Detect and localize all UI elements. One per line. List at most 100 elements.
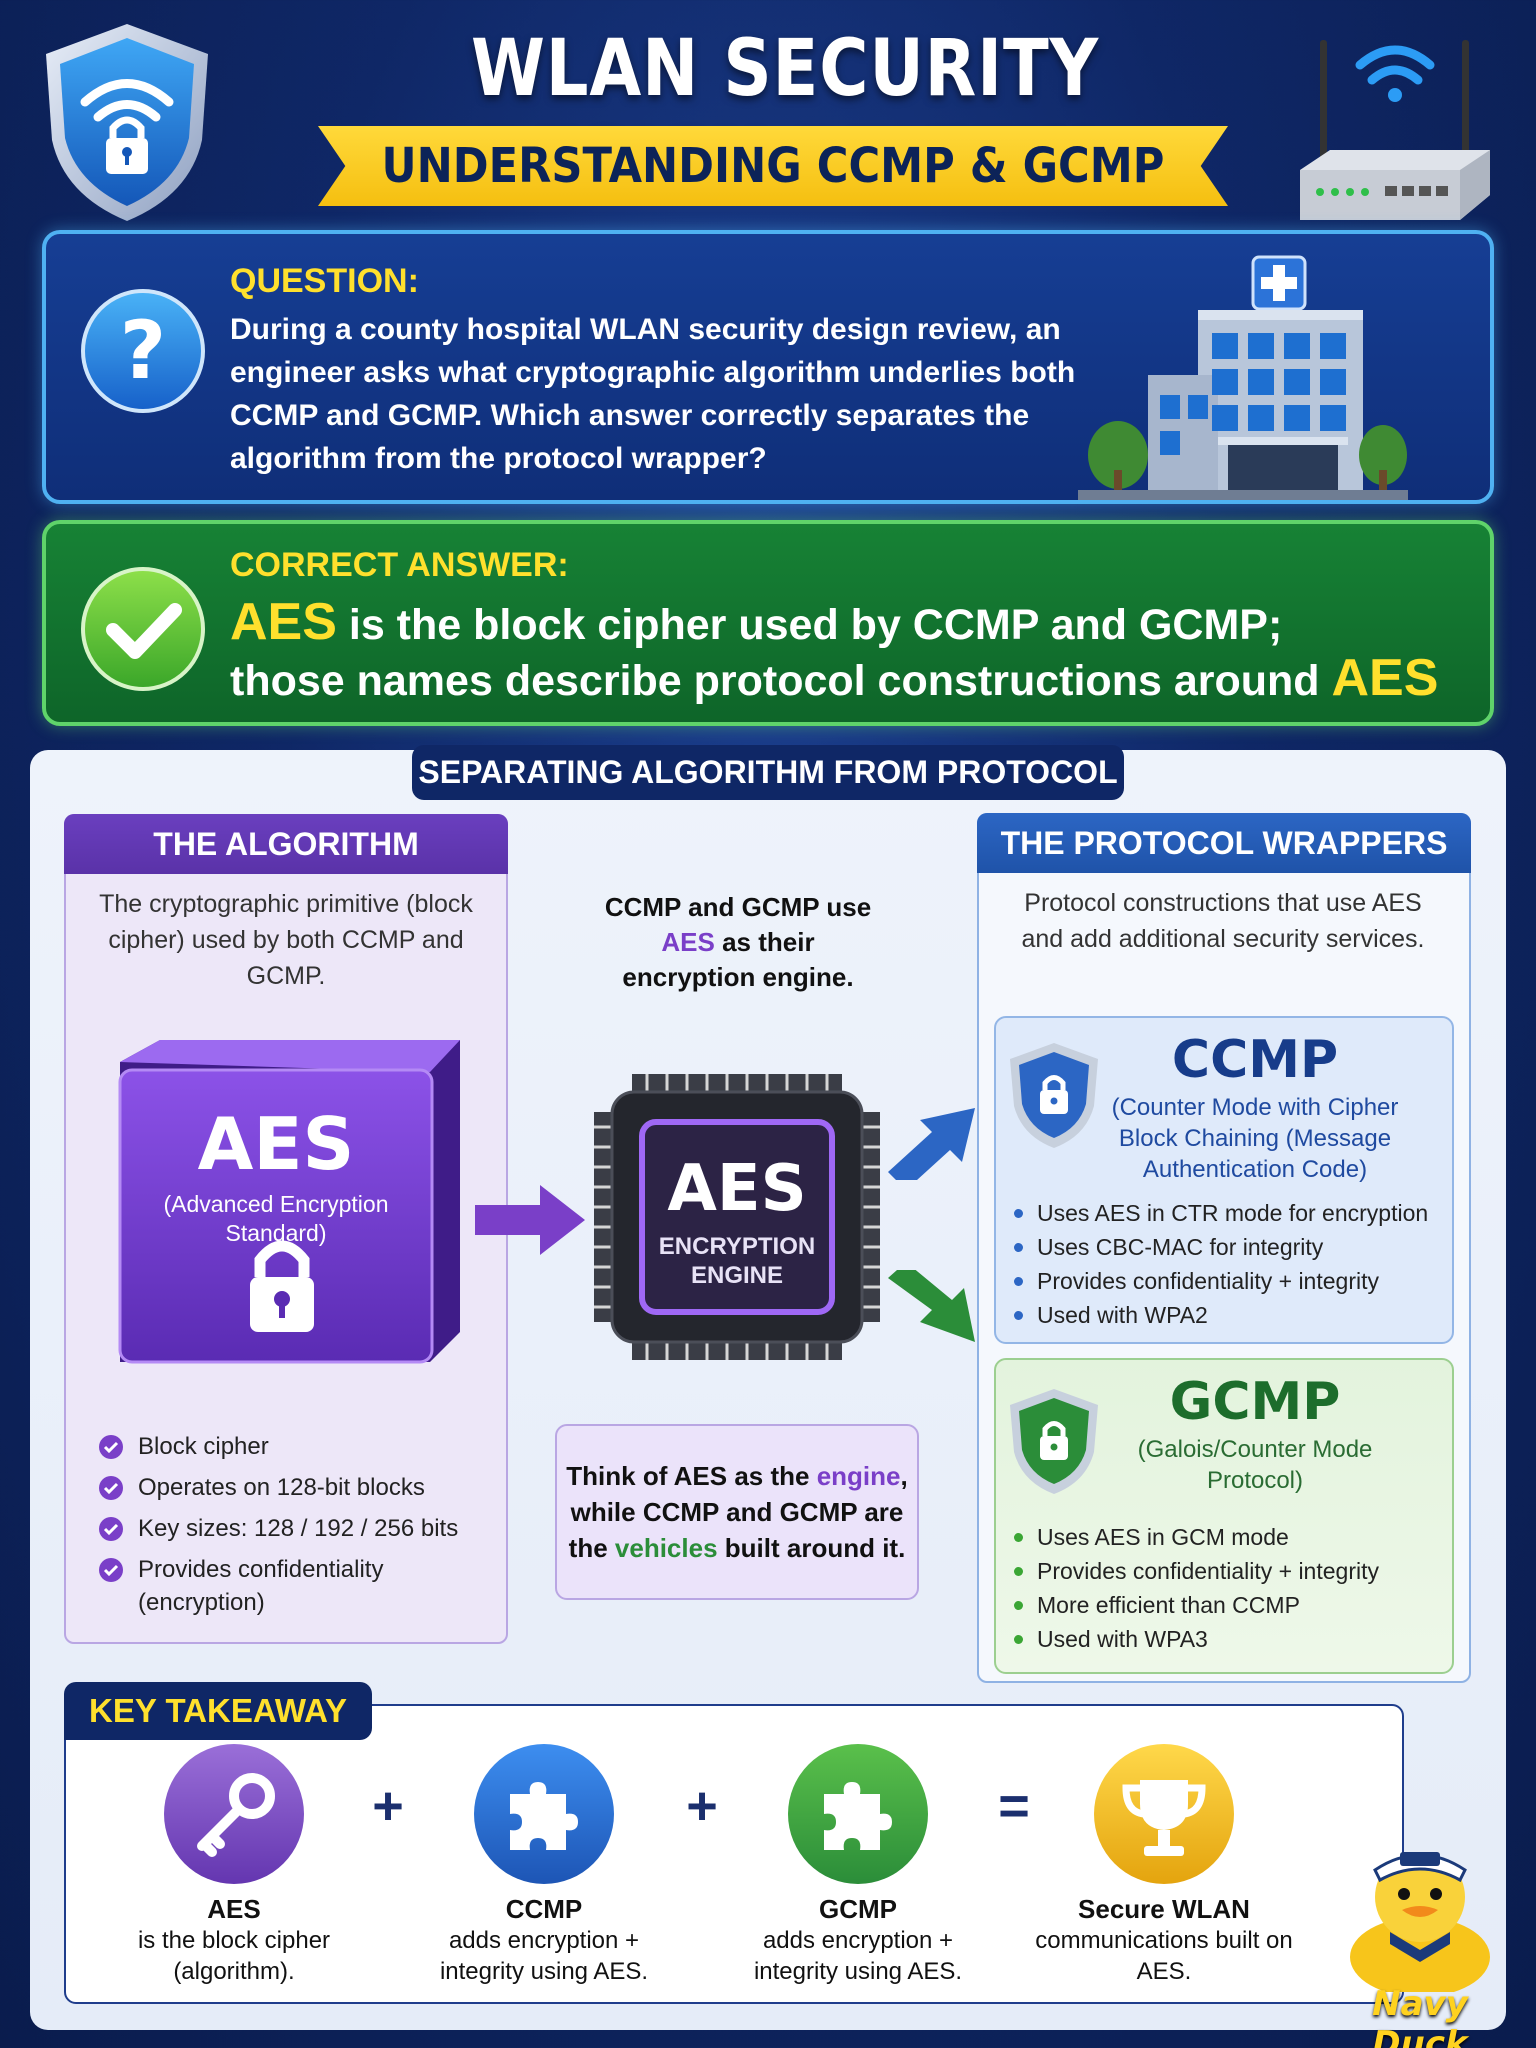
takeaway-title: Secure WLAN [1078,1894,1250,1924]
answer-line-1-text: is the block cipher used by CCMP and GCM… [336,601,1283,649]
question-text: During a county hospital WLAN security d… [230,313,1076,475]
puzzle-icon [788,1744,928,1884]
answer-line-2: those names describe protocol constructi… [230,648,1438,708]
analogy-part-2: , while CCMP and GCMP are the [568,1461,908,1563]
navy-duck-logo: Navy Duck [1320,1822,1520,2048]
wifi-router-icon [1300,40,1490,220]
bullet-text: Key sizes: 128 / 192 / 256 bits [138,1515,459,1542]
algorithm-heading: THE ALGORITHM [64,814,508,874]
bullet-text: Uses AES in GCM mode [1037,1524,1289,1550]
arrow-down-right-icon [888,1270,975,1342]
bullet-text: Used with WPA2 [1037,1302,1208,1328]
list-item: Provides confidentiality + integrity [1014,1264,1444,1298]
bullet-text: Uses AES in CTR mode for encryption [1037,1200,1429,1226]
answer-highlight-aes-2: AES [1331,649,1439,707]
middle-text-2: as their encryption engine. [622,927,854,992]
ccmp-subtitle: (Counter Mode with Cipher Block Chaining… [1111,1094,1399,1183]
middle-explanation: CCMP and GCMP use AES as their encryptio… [598,890,878,995]
answer-label: CORRECT ANSWER: [230,546,569,584]
check-circle-icon [99,1517,123,1541]
plus-operator: + [372,1776,404,1836]
bullet-text: Used with WPA3 [1037,1626,1208,1652]
bullet-dot [1014,1566,1023,1576]
aes-cube-title: AES [197,1102,355,1186]
ccmp-bullets: Uses AES in CTR mode for encryption Uses… [1014,1196,1444,1332]
answer-panel [42,520,1494,726]
chip-label: ENCRYPTION ENGINE [642,1232,832,1290]
aes-cube-shape [118,1040,460,1364]
bullet-dot [1014,1276,1023,1286]
takeaway-title: CCMP [505,1894,583,1924]
list-item: More efficient than CCMP [1014,1588,1444,1622]
list-item: Provides confidentiality (encryption) [98,1553,498,1619]
checkmark-icon [81,567,205,691]
algorithm-description: The cryptographic primitive (block ciphe… [99,890,473,990]
analogy-engine: engine [816,1461,901,1491]
list-item: Uses AES in GCM mode [1014,1520,1444,1554]
answer-highlight-aes: AES [230,593,337,651]
bullet-dot [1014,1208,1023,1218]
bullet-text: More efficient than CCMP [1037,1592,1300,1618]
list-item: Block cipher [98,1430,498,1463]
lock-shield-icon [1010,1389,1098,1494]
hospital-building-icon [1078,255,1408,500]
key-icon [164,1744,304,1884]
analogy-box: Think of AES as the engine, while CCMP a… [555,1424,919,1600]
check-circle-icon [99,1558,123,1582]
middle-text-highlight: AES [661,927,715,957]
bullet-text: Provides confidentiality (encryption) [138,1556,384,1616]
question-label: QUESTION: [230,262,419,300]
bullet-text: Block cipher [138,1433,269,1460]
aes-cube-subtitle: (Advanced Encryption Standard) [163,1191,389,1246]
takeaway-title: GCMP [819,1894,897,1924]
analogy-part-3: built around it. [717,1533,906,1563]
puzzle-icon [474,1744,614,1884]
gcmp-bullets: Uses AES in GCM mode Provides confidenti… [1014,1520,1444,1656]
bullet-text: Provides confidentiality + integrity [1037,1268,1379,1294]
lock-shield-icon [1010,1043,1098,1148]
list-item: Key sizes: 128 / 192 / 256 bits [98,1512,498,1545]
chip-title: AES [667,1152,807,1226]
svg-text:?: ? [120,304,166,397]
chip-label-line2: ENGINE [690,1262,783,1289]
protocols-description: Protocol constructions that use AES and … [1021,889,1425,953]
analogy-vehicles: vehicles [614,1533,718,1563]
takeaway-caption: is the block cipher (algorithm). [137,1927,331,1985]
arrow-up-right-icon [888,1108,975,1180]
gcmp-subtitle: (Galois/Counter Mode Protocol) [1137,1436,1373,1494]
list-item: Uses CBC-MAC for integrity [1014,1230,1444,1264]
chip-label-line1: ENCRYPTION [658,1233,816,1260]
bullet-text: Provides confidentiality + integrity [1037,1558,1379,1584]
takeaway-title: AES [207,1894,261,1924]
bullet-dot [1014,1242,1023,1252]
gcmp-title: GCMP [1169,1372,1341,1432]
bullet-dot [1014,1310,1023,1320]
takeaway-caption: adds encryption + integrity using AES. [439,1927,649,1985]
bullet-text: Operates on 128-bit blocks [138,1474,425,1501]
equals-operator: = [998,1776,1030,1836]
list-item: Provides confidentiality + integrity [1014,1554,1444,1588]
bullet-dot [1014,1532,1023,1542]
aes-cube: AES (Advanced Encryption Standard) [100,1032,480,1402]
plus-operator: + [686,1776,718,1836]
ccmp-title: CCMP [1171,1030,1339,1090]
aes-chip: AES ENCRYPTION ENGINE [592,1072,882,1362]
check-circle-icon [99,1476,123,1500]
brand-name: Navy Duck [1372,1984,1468,2048]
analogy-part-1: Think of AES as the [566,1461,817,1491]
list-item: Used with WPA3 [1014,1622,1444,1656]
duck-icon [1350,1852,1490,1992]
takeaway-label: KEY TAKEAWAY [64,1682,372,1740]
list-item: Uses AES in CTR mode for encryption [1014,1196,1444,1230]
list-item: Operates on 128-bit blocks [98,1471,498,1504]
question-mark-icon: ? [81,289,205,413]
algorithm-bullets: Block cipher Operates on 128-bit blocks … [98,1430,498,1627]
analogy-text: Think of AES as the engine, while CCMP a… [565,1458,909,1566]
bullet-dot [1014,1634,1023,1644]
check-circle-icon [99,1435,123,1459]
section-title: SEPARATING ALGORITHM FROM PROTOCOL [412,745,1124,800]
